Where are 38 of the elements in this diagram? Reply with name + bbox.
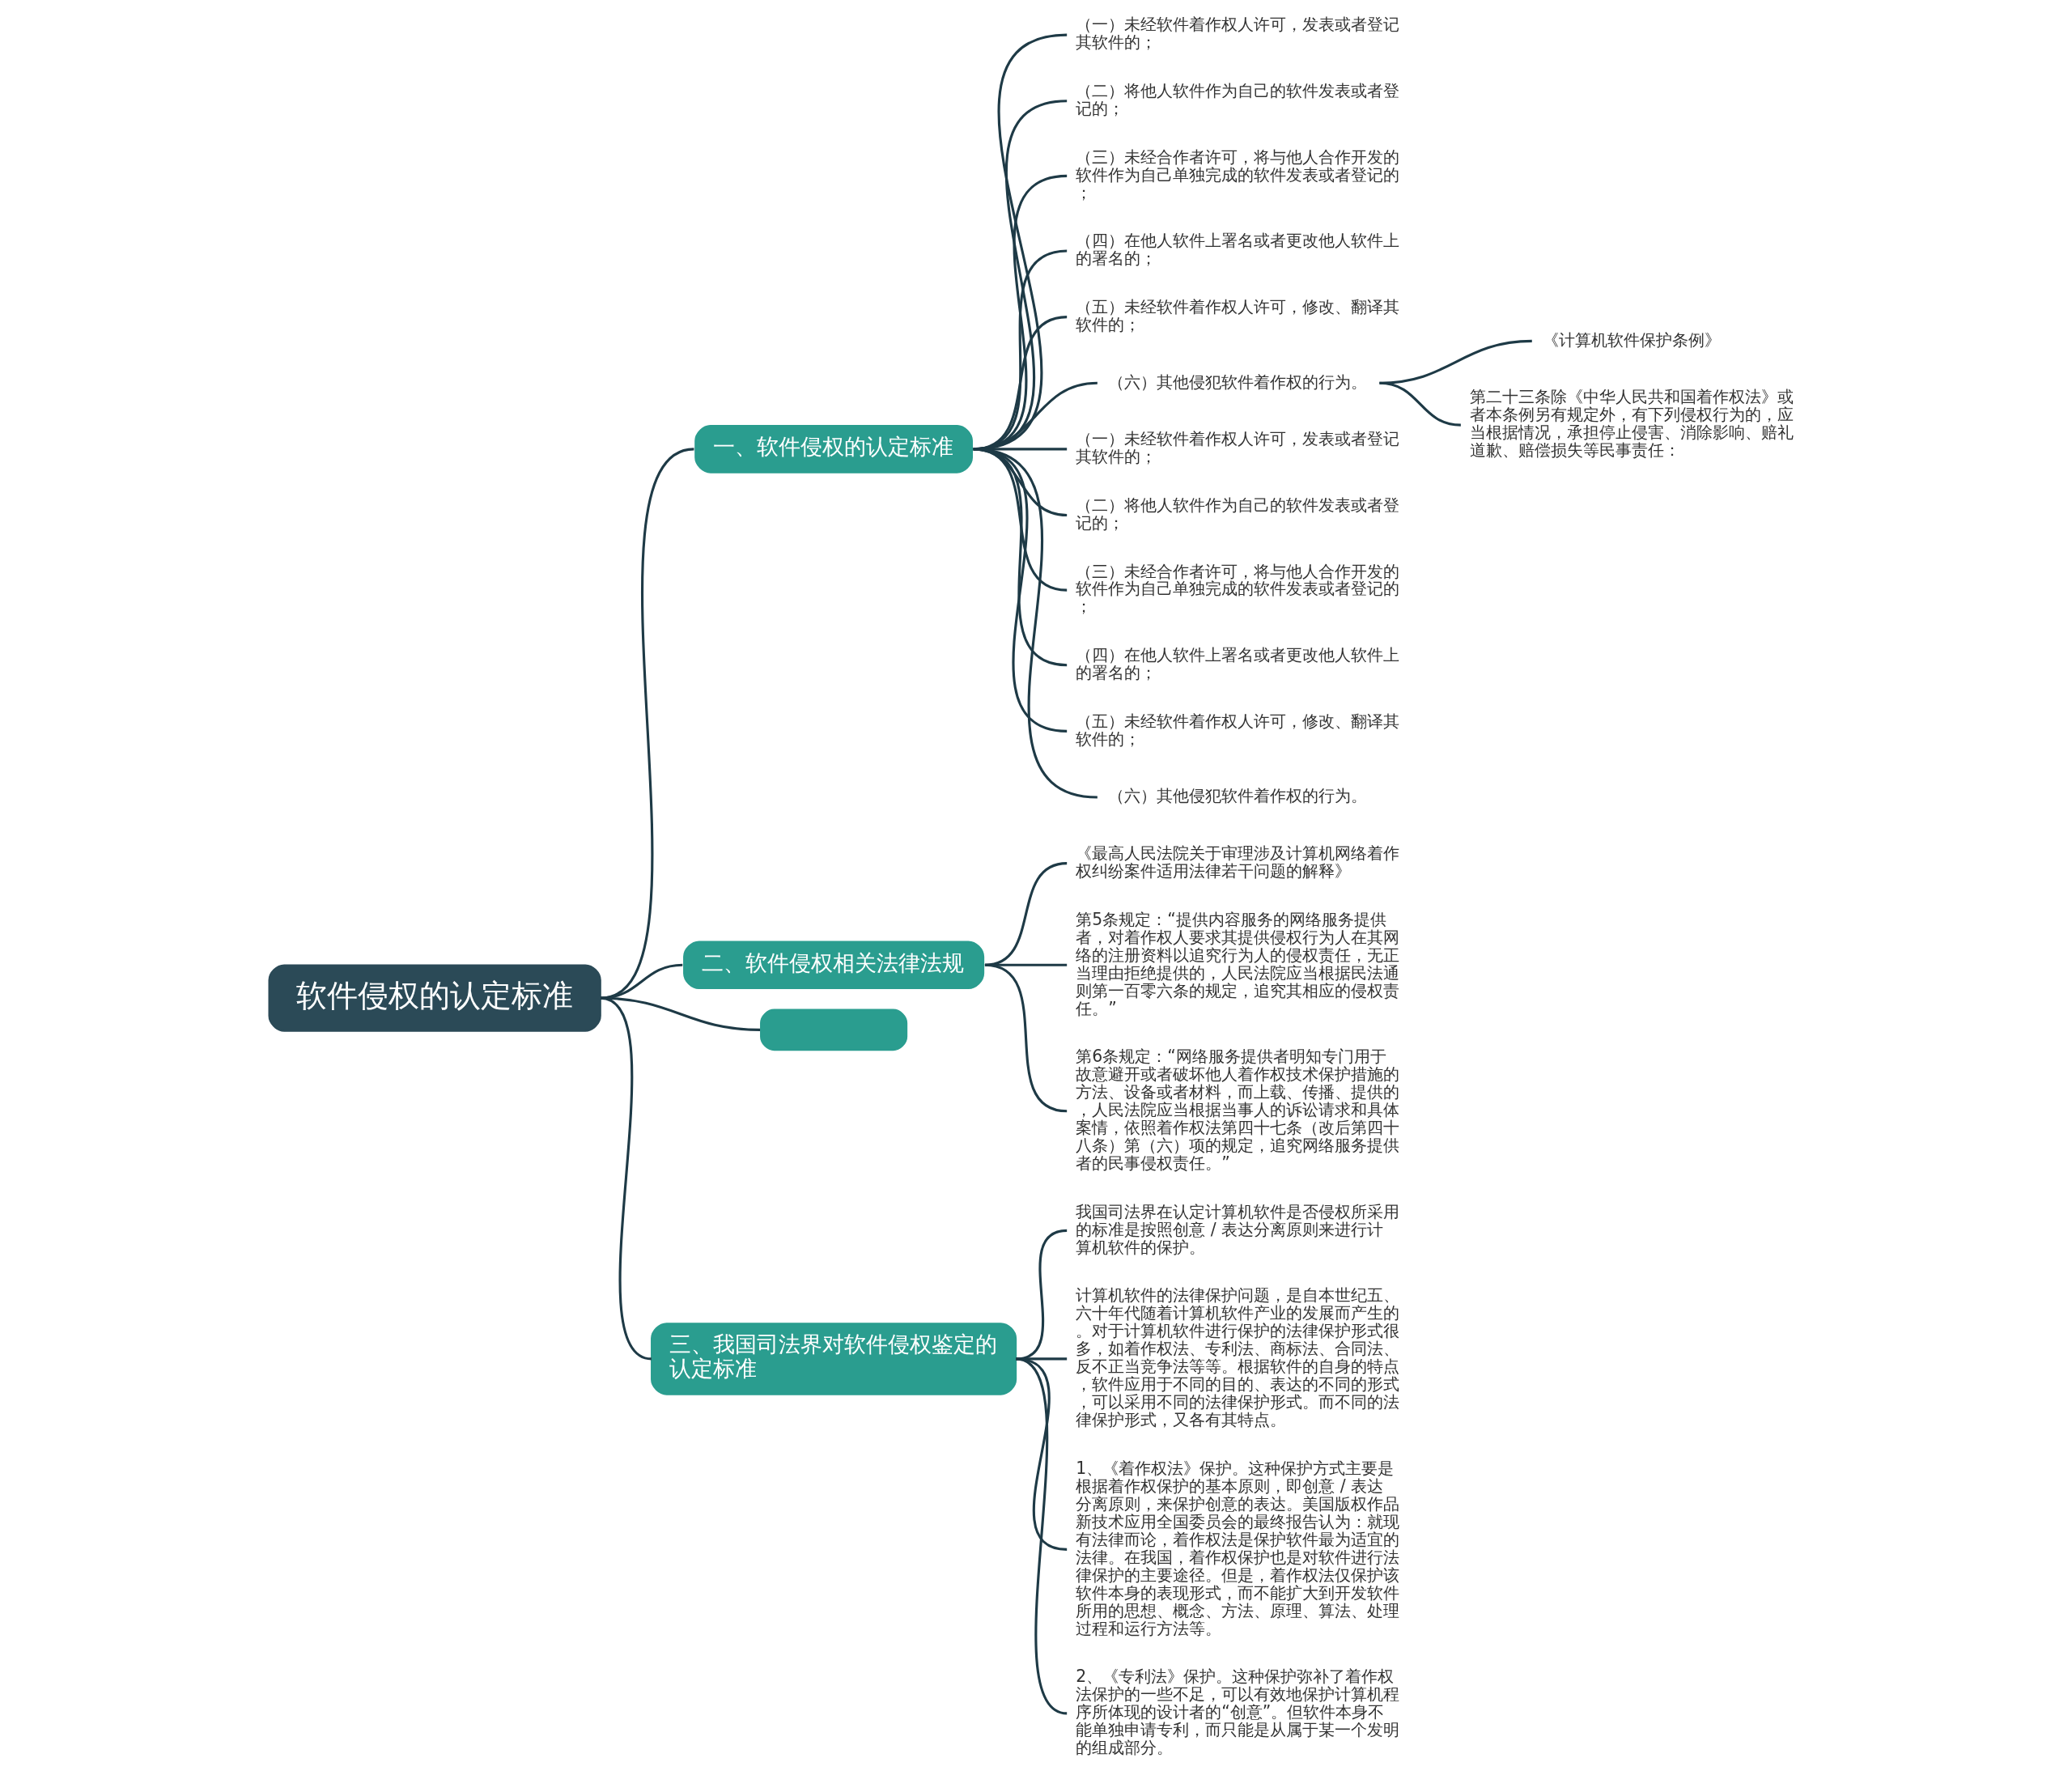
connector [973, 448, 1067, 517]
node-box: 二、软件侵权相关法律法规 [682, 941, 984, 990]
connector [1015, 1357, 1067, 1551]
node-text: （六）其他侵犯软件着作权的行为。 [1107, 372, 1367, 392]
connector [600, 963, 682, 1000]
node-text: （四）在他人软件上署名或者更改他人软件上的署名的； [1075, 231, 1399, 269]
node-text: 《最高人民法院关于审理涉及计算机网络着作权纠纷案件适用法律若干问题的解释》 [1075, 843, 1399, 881]
connector [599, 448, 694, 1000]
node-text: 第5条规定：“提供内容服务的网络服务提供者，对着作权人要求其提供侵权行为人在其网络的注册资料以追究行为人的侵权责任，无正当理由拒绝提供的，人民法院应当根据民法通则第一百零六条的规定，追究其相应的侵权责任。” [1075, 909, 1399, 1018]
node-text: 1、《着作权法》保护。这种保护方式主要是根据着作权保护的基本原则，即创意 / 表达分离原则，来保护创意的表达。美国版权作品新技术应用全国委员会的最终报告认为：就现有法律而论，着作权法是保护软件最为适宜的法律。在我国，着作权保护也是对软件进行法律保护的主要途径。但是，着作权法仅保护该软件本身的表现形式，而不能扩大到开发软件所用的思想、概念、方法、原理、算法、处理过程和运行方法等。 [1075, 1458, 1399, 1638]
node-text: （二）将他人软件作为自己的软件发表或者登记的； [1075, 81, 1399, 119]
node-box [759, 1009, 907, 1051]
node-text: （三）未经合作者许可，将与他人合作开发的软件作为自己单独完成的软件发表或者登记的； [1075, 561, 1399, 617]
node-text: （一）未经软件着作权人许可，发表或者登记其软件的； [1075, 429, 1399, 467]
node-text: 第6条规定：“网络服务提供者明知专门用于故意避开或者破坏他人着作权技术保护措施的方法、设备或者材料，而上载、传播、提供的，人民法院应当根据当事人的诉讼请求和具体案情，依照着作权法第四十七条（改后第四十八条）第（六）项的规定，追究网络服务提供者的民事侵权责任。” [1075, 1047, 1399, 1174]
connector [1015, 1357, 1068, 1715]
node-text: 2、《专利法》保护。这种保护弥补了着作权法保护的一些不足，可以有效地保护计算机程序所体现的设计者的“创意”。但软件本身不能单独申请专利，而只能是从属于某一个发明的组成部分。 [1075, 1667, 1399, 1758]
node-text: 计算机软件的法律保护问题，是自本世纪五、六十年代随着计算机软件产业的发展而产生的。对于计算机软件进行保护的法律保护形式很多，如着作权法、专利法、商标法、合同法、反不正当竞争法等等。根据软件的自身的特点，软件应用于不同的目的、表达的不同的形式，可以采用不同的法律保护形式。而不同的法律保护形式，又各有其特点。 [1075, 1285, 1399, 1430]
node-text: （一）未经软件着作权人许可，发表或者登记其软件的； [1075, 15, 1399, 53]
node-box: 三、我国司法界对软件侵权鉴定的认定标准 [650, 1323, 1017, 1395]
connector [973, 448, 1067, 667]
connector [1378, 381, 1461, 427]
connector [972, 448, 1098, 799]
node-text: 《计算机软件保护条例》 [1542, 329, 1721, 350]
node-text: 我国司法界在认定计算机软件是否侵权所采用的标准是按照创意 / 表达分离原则来进行计算机软件的保护。 [1075, 1201, 1399, 1257]
connector [972, 448, 1067, 733]
node-text: （二）将他人软件作为自己的软件发表或者登记的； [1075, 495, 1399, 533]
node-text: 第二十三条除《中华人民共和国着作权法》或者本条例另有规定外，有下列侵权行为的，应当根据情况，承担停止侵害、消除影响、赔礼道歉、赔偿损失等民事责任： [1469, 387, 1794, 461]
connector [973, 448, 1067, 592]
node-text: （六）其他侵犯软件着作权的行为。 [1107, 786, 1367, 806]
connector [599, 996, 652, 1361]
node-text: （四）在他人软件上署名或者更改他人软件上的署名的； [1075, 645, 1399, 683]
node-text: （五）未经软件着作权人许可，修改、翻译其软件的； [1075, 711, 1399, 749]
node-box: 一、软件侵权的认定标准 [694, 425, 973, 473]
node-box: 软件侵权的认定标准 [268, 964, 601, 1032]
connector [984, 963, 1067, 1113]
node-text: （五）未经软件着作权人许可，修改、翻译其软件的； [1075, 296, 1399, 334]
node-text: （三）未经合作者许可，将与他人合作开发的软件作为自己单独完成的软件发表或者登记的； [1075, 147, 1399, 202]
